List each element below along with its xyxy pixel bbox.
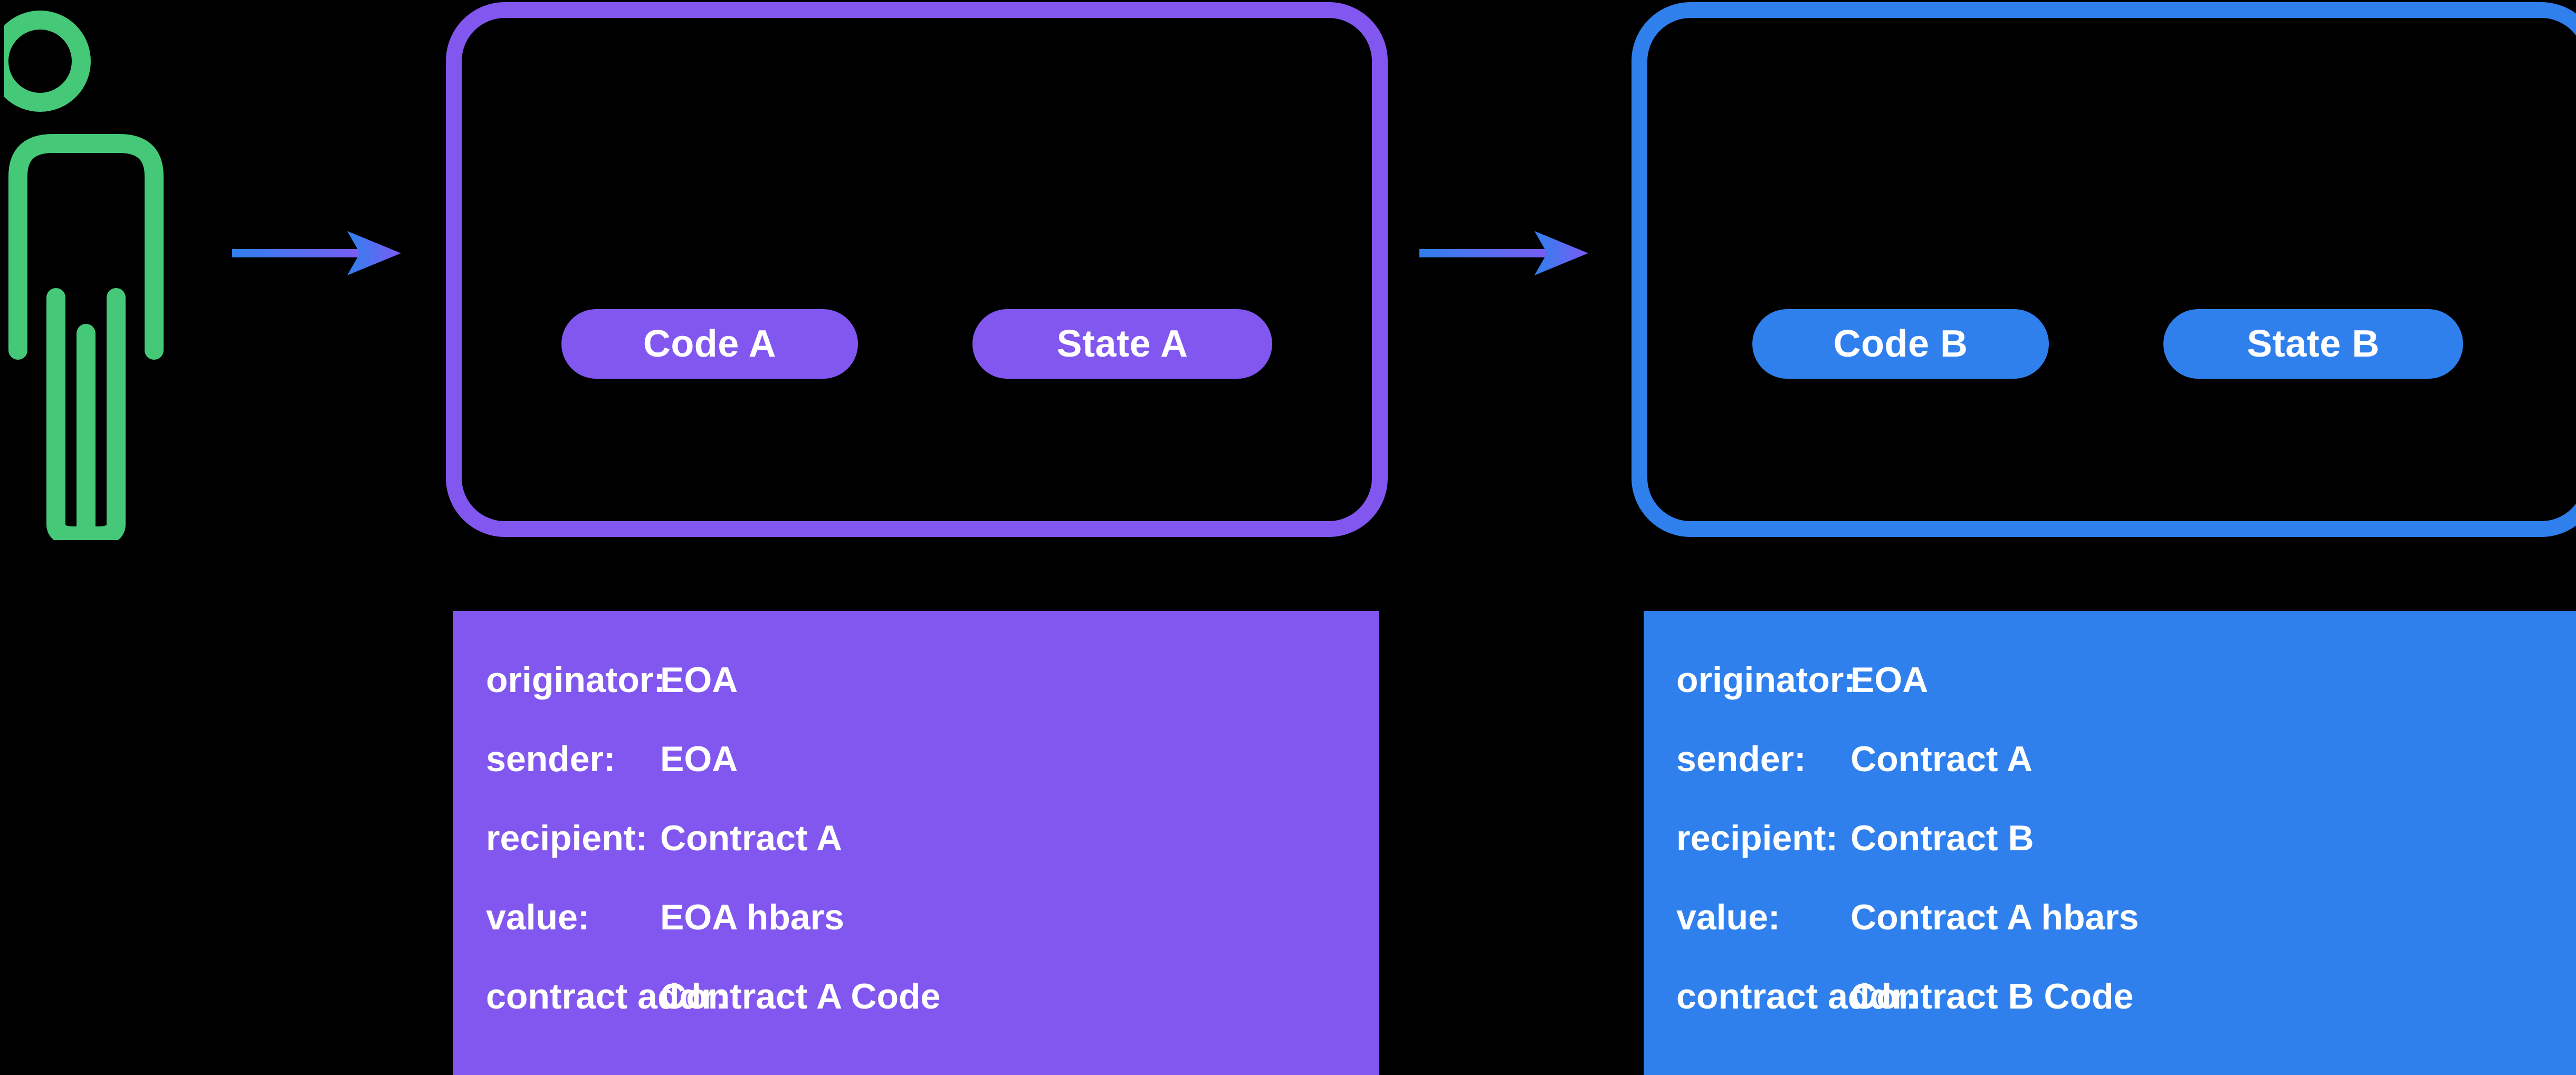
detail-row-recipient: recipient: Contract A [486, 818, 1379, 897]
detail-row-value: value: Contract A hbars [1676, 897, 2576, 976]
detail-value: Contract B [1850, 818, 2034, 858]
detail-key: contract addr: [1676, 976, 1918, 1016]
contract-a-details-panel: originator: EOA sender: EOA recipient: C… [453, 611, 1379, 1075]
detail-row-originator: originator: EOA [486, 659, 1379, 738]
detail-value: EOA [1850, 660, 1929, 700]
person-icon [4, 11, 164, 540]
detail-key: sender: [1676, 739, 1806, 779]
detail-key: originator: [1676, 660, 1856, 700]
detail-row-sender: sender: Contract A [1676, 738, 2576, 818]
detail-row-contract-addr: contract addr: Contract B Code [1676, 976, 2576, 1055]
detail-value: Contract A [660, 818, 843, 858]
pill-state-a[interactable]: State A [972, 309, 1272, 379]
pill-code-b[interactable]: Code B [1752, 309, 2049, 379]
detail-key: value: [1676, 897, 1780, 937]
detail-row-sender: sender: EOA [486, 738, 1379, 818]
detail-value: EOA hbars [660, 897, 844, 937]
detail-key: sender: [486, 739, 616, 779]
arrow-contract-a-to-contract-b [1419, 231, 1588, 275]
detail-key: contract addr: [486, 976, 728, 1016]
detail-row-contract-addr: contract addr: Contract A Code [486, 976, 1379, 1055]
detail-value: Contract A [1850, 739, 2033, 779]
detail-value: EOA [660, 660, 738, 700]
detail-key: recipient: [1676, 818, 1838, 858]
contract-b-box [1632, 2, 2576, 537]
detail-key: originator: [486, 660, 665, 700]
detail-key: value: [486, 897, 590, 937]
detail-key: recipient: [486, 818, 648, 858]
detail-value: Contract A hbars [1850, 897, 2139, 937]
detail-row-originator: originator: EOA [1676, 659, 2576, 738]
detail-value: Contract A Code [660, 976, 941, 1016]
detail-value: EOA [660, 739, 738, 779]
detail-row-value: value: EOA hbars [486, 897, 1379, 976]
arrow-eoa-to-contract-a [232, 231, 401, 275]
detail-row-recipient: recipient: Contract B [1676, 818, 2576, 897]
pill-state-b[interactable]: State B [2163, 309, 2463, 379]
pill-code-a[interactable]: Code A [561, 309, 858, 379]
detail-value: Contract B Code [1850, 976, 2134, 1016]
contract-a-box [446, 2, 1388, 537]
contract-b-details-panel: originator: EOA sender: Contract A recip… [1644, 611, 2576, 1075]
